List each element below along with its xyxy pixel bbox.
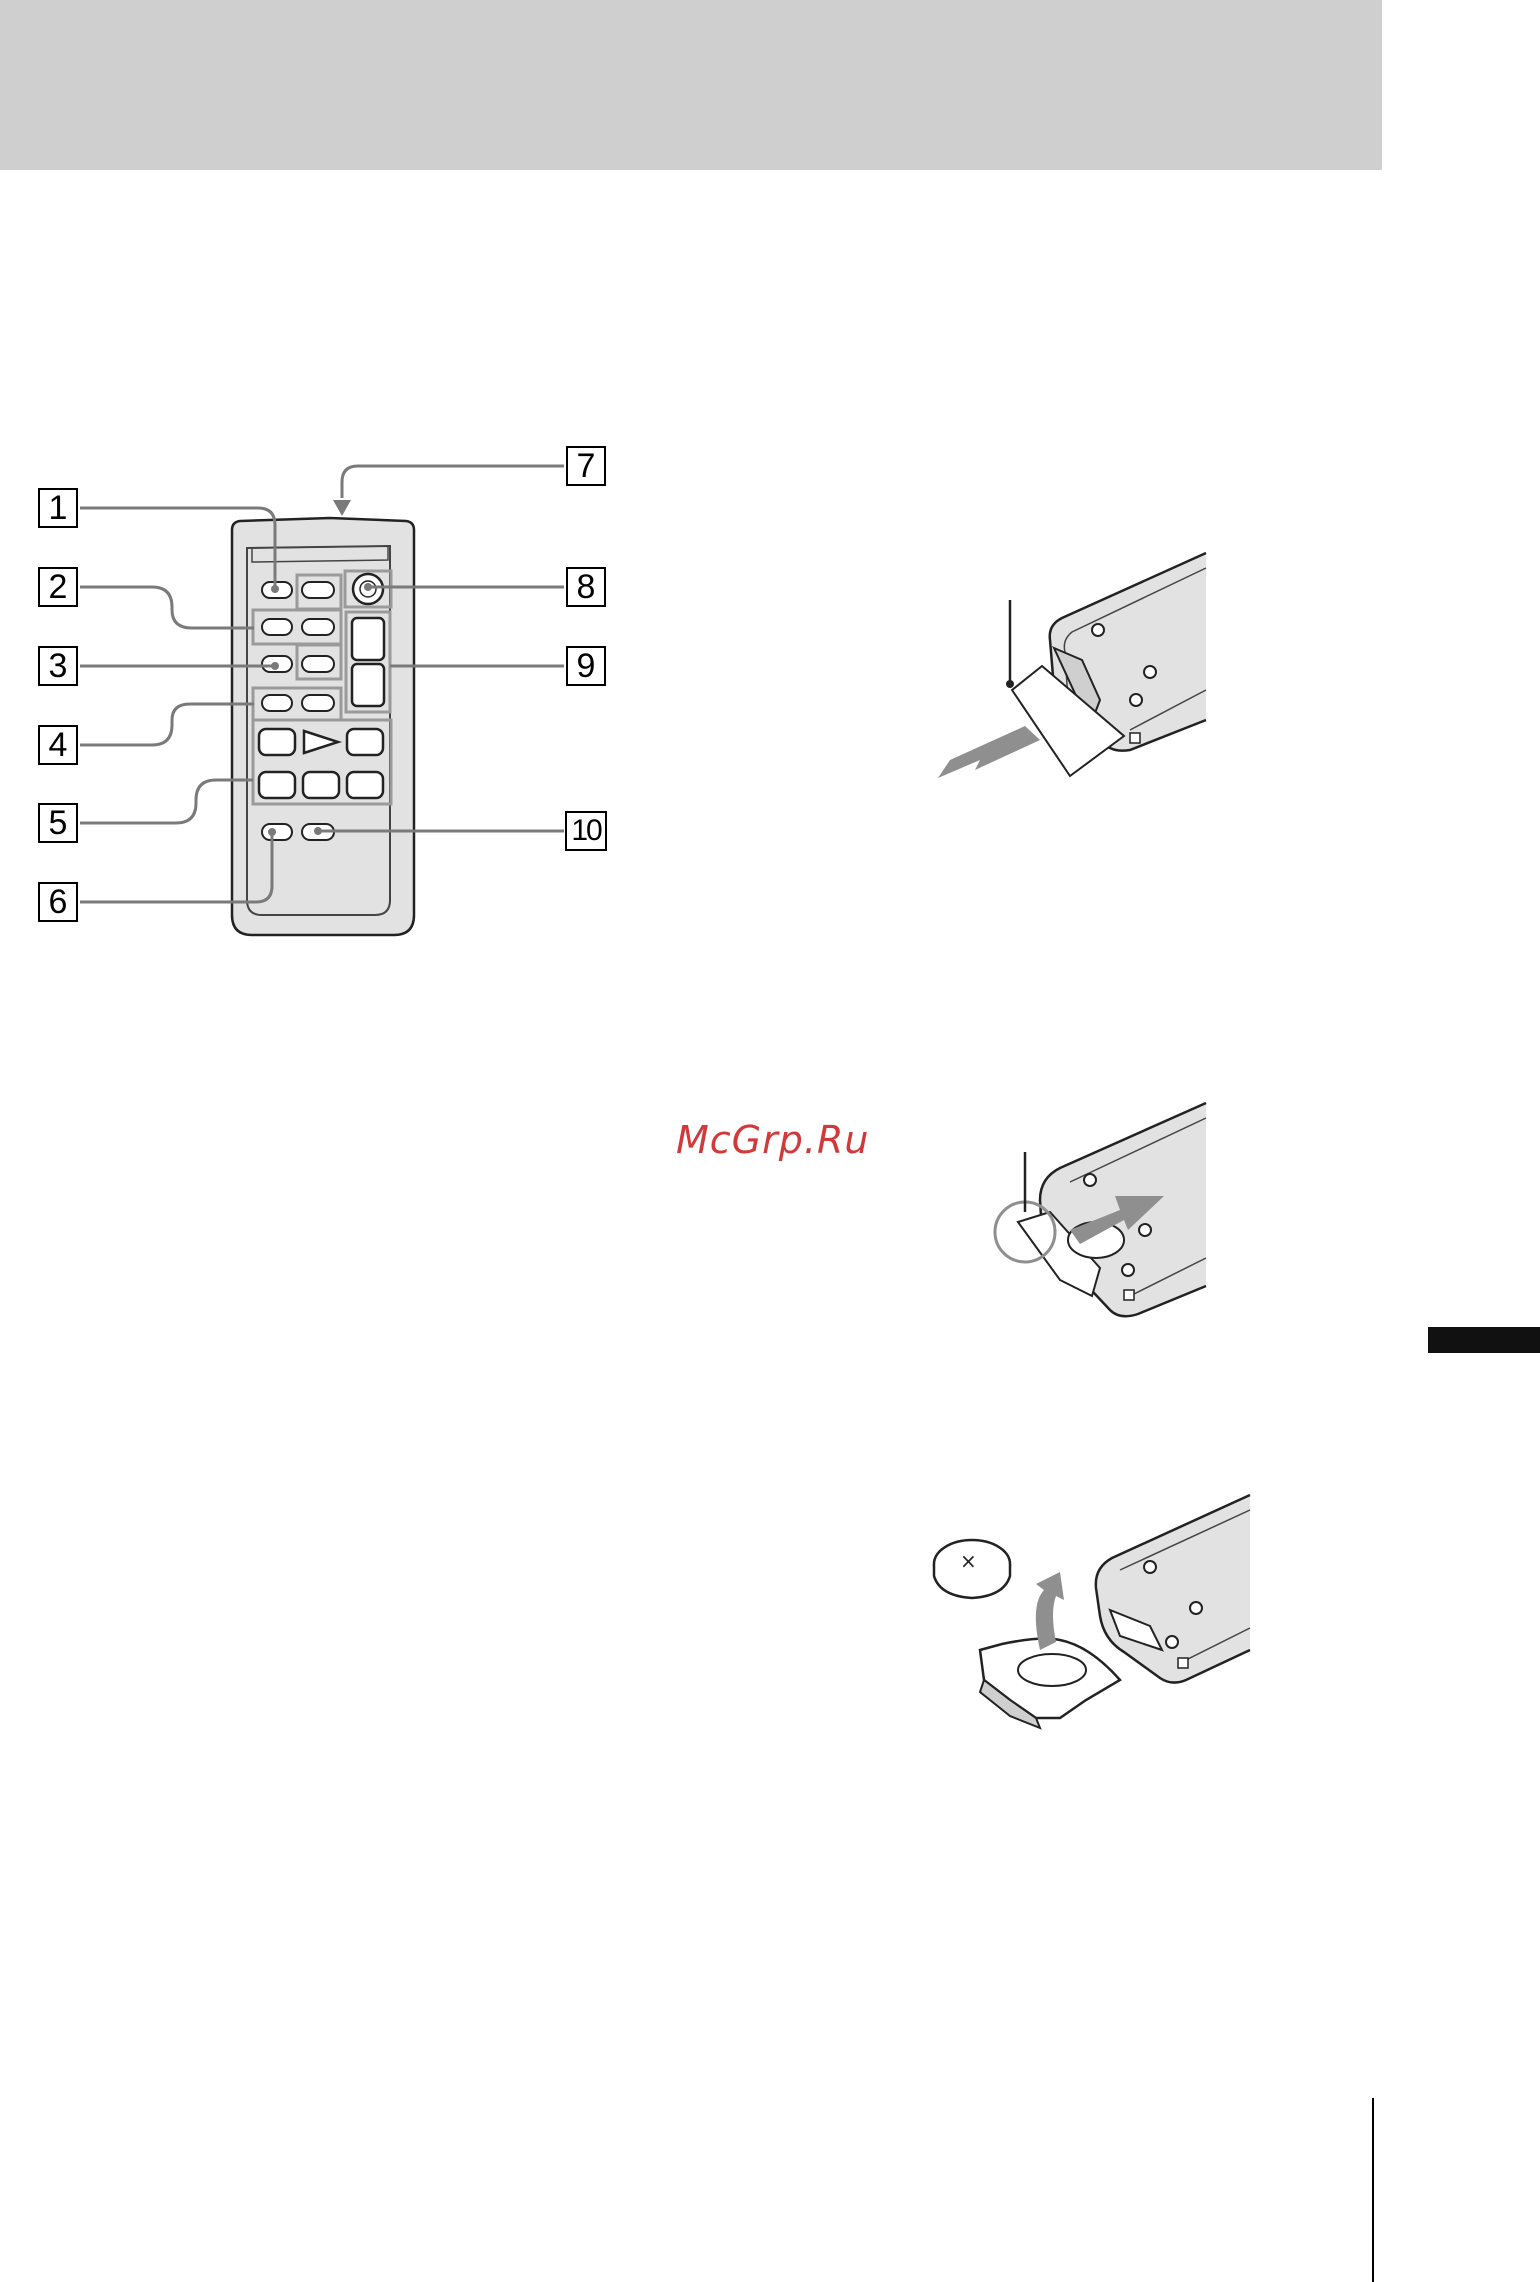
callout-line-5 [80, 780, 253, 823]
battery-polarity-mark: × [960, 1549, 977, 1573]
remote-zoom-t-button [352, 618, 384, 660]
callout-4: 4 [38, 725, 78, 765]
remote-ff-button [347, 772, 383, 798]
remote-rew-button [259, 772, 295, 798]
step2-illustration [995, 1103, 1206, 1316]
step1-illustration [938, 553, 1206, 778]
callout-2: 2 [38, 567, 78, 607]
callout-9: 9 [566, 646, 606, 686]
callout-3: 3 [38, 646, 78, 686]
remote-button-4a [262, 695, 292, 711]
remote-button-2b [302, 619, 334, 635]
remote-prev-button [259, 729, 295, 755]
remote-next-button [347, 729, 383, 755]
remote-pause-button [303, 772, 339, 798]
callout-6: 6 [38, 882, 78, 922]
callout-10: 10 [565, 811, 607, 851]
remote-button-1b [302, 582, 334, 598]
remote-button-2a [262, 619, 292, 635]
callout-line-2 [80, 587, 254, 628]
pull-arrow-icon [938, 726, 1040, 778]
ir-arrow-icon [333, 500, 351, 516]
remote-button-6 [262, 824, 292, 840]
callout-7: 7 [566, 446, 606, 486]
callout-5: 5 [38, 803, 78, 843]
remote-zoom-w-button [352, 664, 384, 706]
insert-arrow-icon [1036, 1572, 1064, 1650]
callout-8: 8 [566, 567, 606, 607]
remote-button-3b [302, 656, 334, 672]
callout-1: 1 [38, 488, 78, 528]
step3-illustration [934, 1495, 1250, 1728]
remote-button-4b [302, 695, 334, 711]
remote-body [232, 518, 414, 935]
callout-line-4 [80, 704, 254, 745]
callout-line-7 [342, 466, 564, 498]
